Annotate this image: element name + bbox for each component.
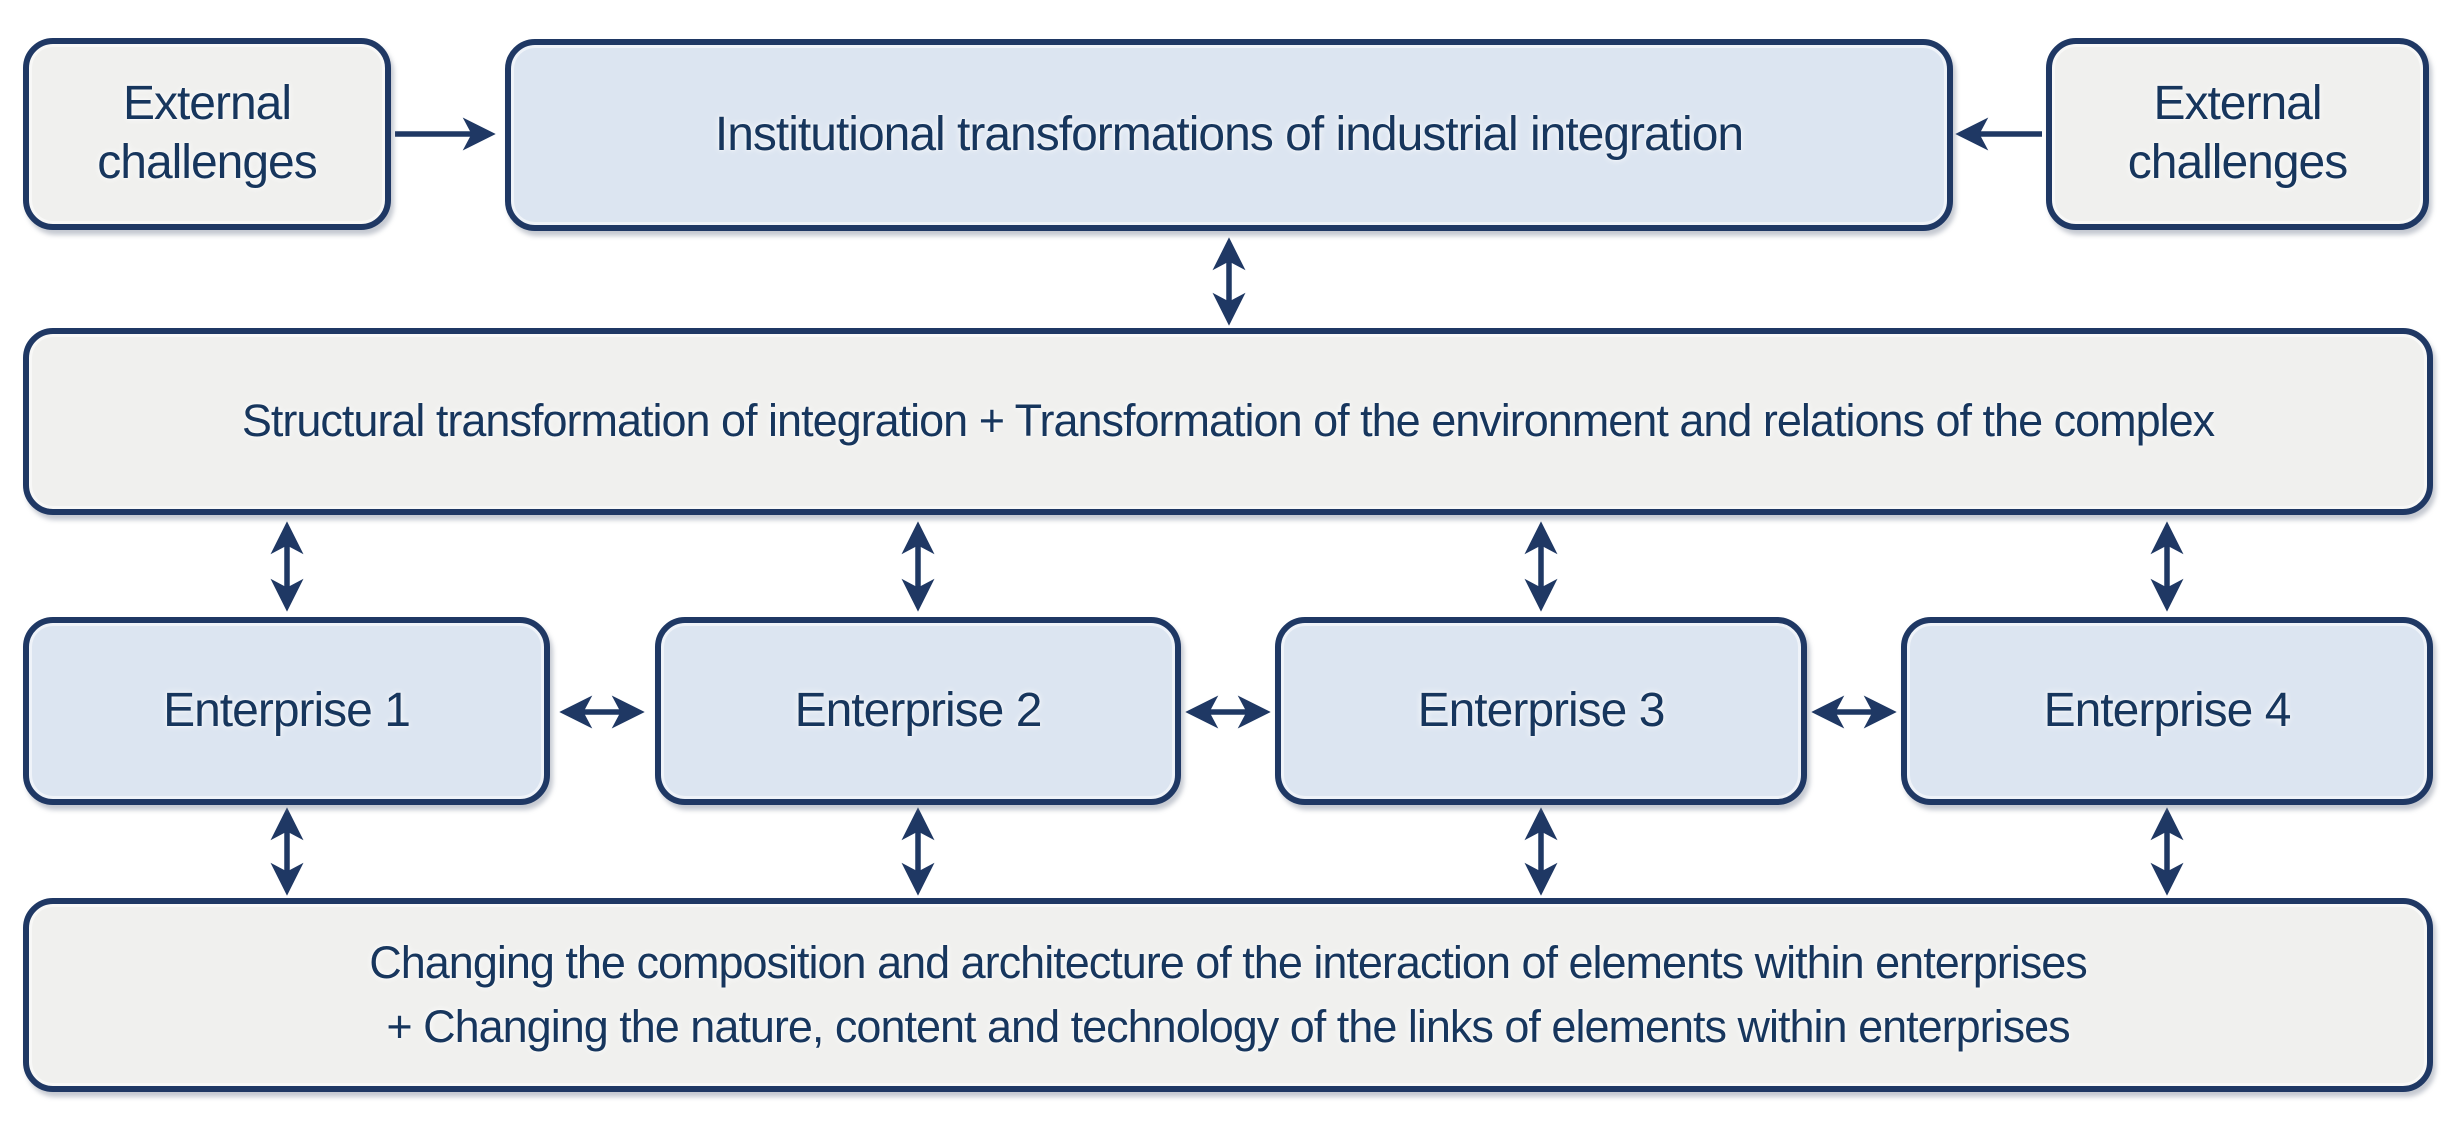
enterprise-1-box: Enterprise 1 (23, 617, 550, 805)
structural-transformation-label: Structural transformation of integration… (241, 395, 2215, 447)
institutional-transformations-box: Institutional transformations of industr… (505, 39, 1953, 231)
enterprise-1-label: Enterprise 1 (163, 683, 411, 737)
enterprise-2-label: Enterprise 2 (794, 683, 1043, 737)
enterprise-4-label: Enterprise 4 (2043, 683, 2292, 737)
enterprise-3-label: Enterprise 3 (1417, 683, 1666, 737)
internal-change-line2: + Changing the nature, content and techn… (386, 1001, 2070, 1052)
external-challenges-right-box: External challenges (2046, 38, 2429, 230)
institutional-transformations-label: Institutional transformations of industr… (714, 107, 1744, 161)
external-challenges-left-box: External challenges (23, 38, 391, 230)
structural-transformation-box: Structural transformation of integration… (23, 328, 2433, 515)
external-challenges-left-label: External challenges (97, 77, 318, 189)
enterprise-2-box: Enterprise 2 (655, 617, 1181, 805)
internal-change-box: Changing the composition and architectur… (23, 898, 2433, 1092)
internal-change-line1: Changing the composition and architectur… (369, 937, 2088, 989)
enterprise-3-box: Enterprise 3 (1275, 617, 1807, 805)
enterprise-4-box: Enterprise 4 (1901, 617, 2433, 805)
external-challenges-right-label: External challenges (2127, 77, 2349, 189)
